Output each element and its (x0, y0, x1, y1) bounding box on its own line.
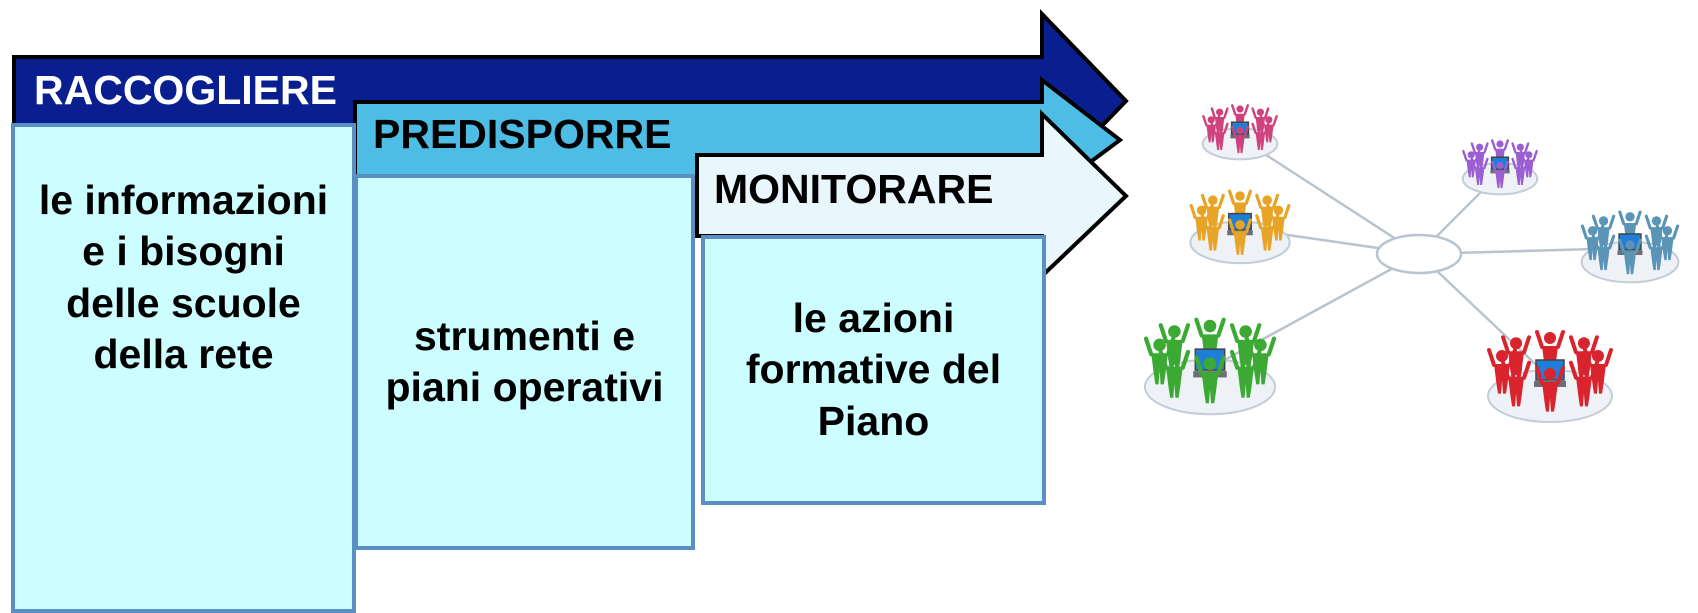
group-orange (1189, 189, 1291, 265)
network-hub (1375, 233, 1463, 275)
group-purple (1461, 139, 1539, 196)
card-predisporre-text: strumenti e piani operativi (385, 312, 664, 410)
card-predisporre: strumenti e piani operativi (354, 174, 695, 550)
network-illustration (1143, 104, 1680, 423)
card-raccogliere-text: le informazioni e i bisogni delle scuole… (38, 177, 329, 377)
step-title-monitorare: MONITORARE (714, 166, 994, 212)
group-red (1487, 330, 1613, 423)
step-title-predisporre: PREDISPORRE (373, 111, 672, 157)
group-green (1143, 317, 1277, 416)
step-title-raccogliere: RACCOGLIERE (34, 67, 337, 113)
card-raccogliere: le informazioni e i bisogni delle scuole… (11, 123, 356, 613)
group-steelblue (1580, 210, 1680, 284)
card-monitorare-text: le azioni formative del Piano (745, 295, 1002, 444)
group-pink (1201, 104, 1279, 161)
card-monitorare: le azioni formative del Piano (701, 235, 1046, 505)
